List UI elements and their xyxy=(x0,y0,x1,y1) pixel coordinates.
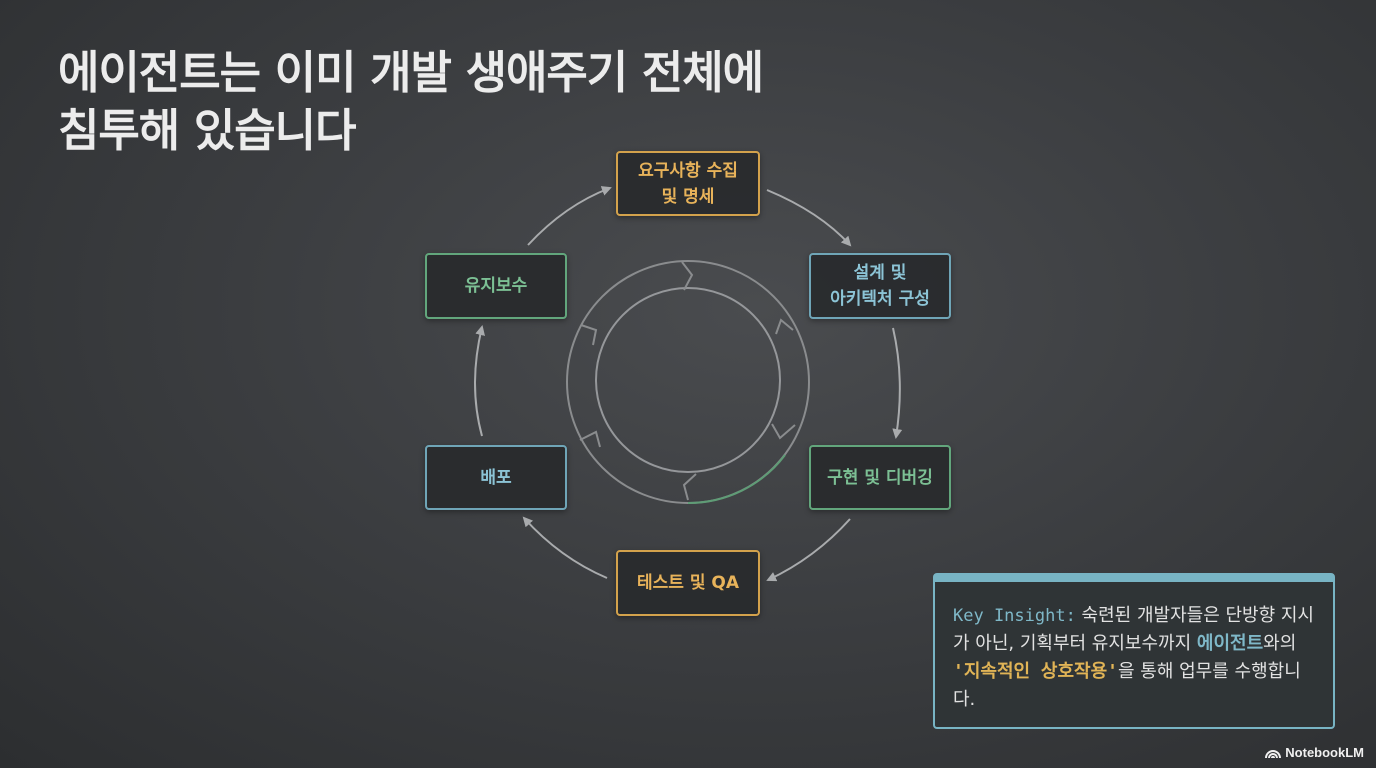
insight-quote: '지속적인 상호작용' xyxy=(953,661,1118,682)
notebooklm-logo-icon xyxy=(1265,749,1282,758)
page-title-line-2: 침투해 있습니다 xyxy=(58,104,356,157)
stage-implementation: 구현 및 디버깅 xyxy=(809,445,951,510)
arrow-req-to-design xyxy=(766,189,852,247)
arrow-design-to-impl xyxy=(892,327,903,439)
outer-ring-green-arc xyxy=(687,454,786,505)
insight-text-3: 을 통해 업무를 수행합니다. xyxy=(953,661,1301,710)
stage-deployment: 배포 xyxy=(425,445,567,510)
stage-deployment-label: 배포 xyxy=(480,467,512,488)
insight-highlight: 에이전트 xyxy=(1196,633,1264,654)
stage-implementation-label: 구현 및 디버깅 xyxy=(827,467,933,488)
insight-text-1: 숙련된 개발자들은 단방향 지시가 아닌, 기획부터 유지보수까지 xyxy=(953,605,1314,654)
stage-requirements-label: 요구사항 수집 및 명세 xyxy=(638,160,738,207)
stage-design: 설계 및 아키텍처 구성 xyxy=(809,253,951,319)
arrow-deploy-to-maint xyxy=(474,325,485,437)
brand-name: NotebookLM xyxy=(1285,745,1364,760)
stage-requirements: 요구사항 수집 및 명세 xyxy=(616,151,760,216)
inner-ring xyxy=(595,287,781,473)
insight-text-2: 와의 xyxy=(1263,633,1297,654)
stage-design-label: 설계 및 아키텍처 구성 xyxy=(830,263,930,309)
arrow-maint-to-req xyxy=(527,186,612,246)
page-title: 에이전트는 이미 개발 생애주기 전체에 침투해 있습니다 xyxy=(58,44,764,160)
arrow-test-to-deploy xyxy=(522,516,608,579)
key-insight-label: Key Insight: xyxy=(953,606,1076,626)
ring-notches xyxy=(579,261,796,501)
key-insight-box: Key Insight: 숙련된 개발자들은 단방향 지시가 아닌, 기획부터 … xyxy=(933,573,1335,729)
stage-testing: 테스트 및 QA xyxy=(616,550,760,616)
arrow-impl-to-test xyxy=(766,518,851,582)
central-loop-rings xyxy=(566,260,810,505)
notebooklm-brand: NotebookLM xyxy=(1265,745,1364,760)
outer-ring xyxy=(566,260,810,504)
page-title-line-1: 에이전트는 이미 개발 생애주기 전체에 xyxy=(58,46,764,99)
stage-maintenance: 유지보수 xyxy=(425,253,567,319)
stage-maintenance-label: 유지보수 xyxy=(464,276,528,296)
stage-testing-label: 테스트 및 QA xyxy=(636,573,739,593)
flow-arrows xyxy=(474,186,903,582)
